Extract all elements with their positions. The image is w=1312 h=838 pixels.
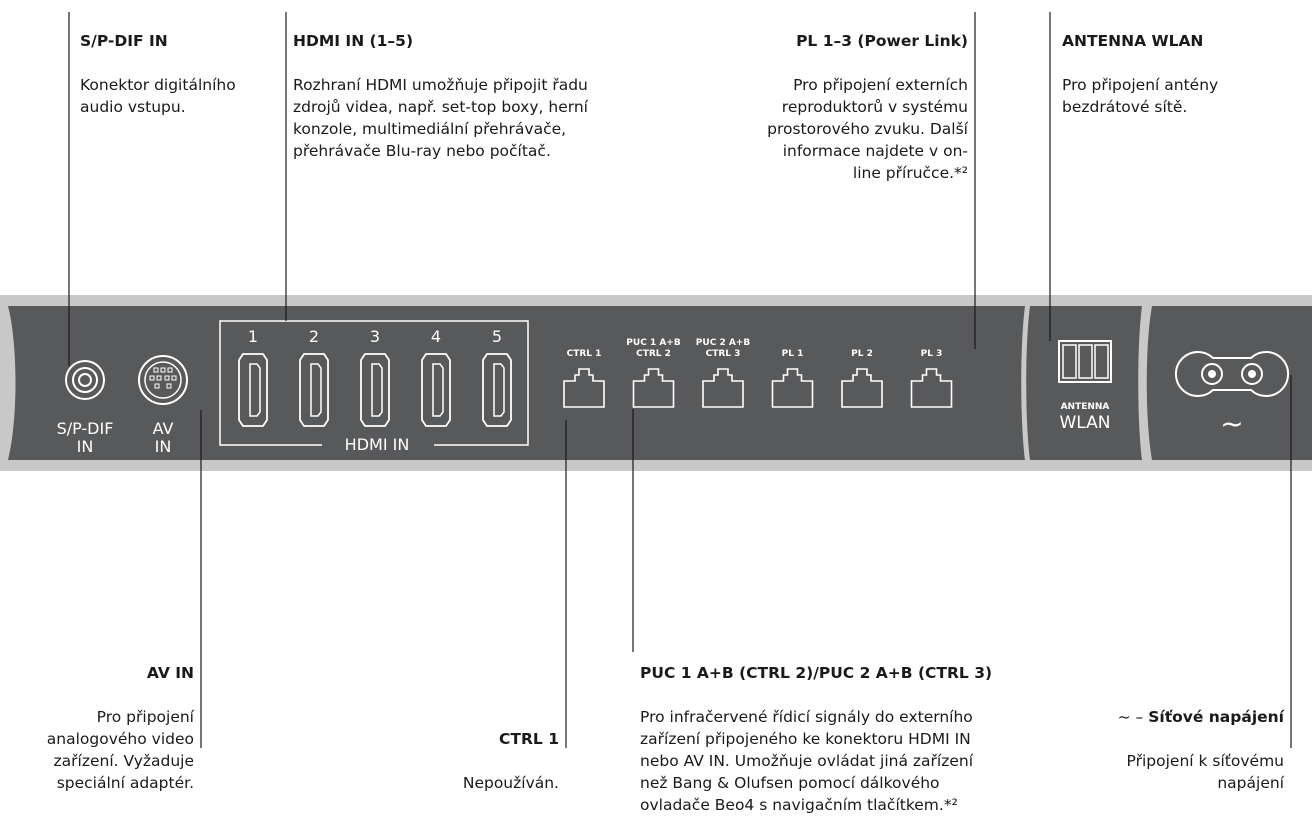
port-label-6: PL 3 — [921, 349, 943, 359]
spdif-panel-label: S/P-DIF — [57, 419, 114, 438]
panel-power-section — [1146, 306, 1312, 460]
hdmi-port-3 — [360, 353, 390, 427]
callout-antenna: ANTENNA WLAN Pro připojení antény bezdrá… — [1062, 8, 1262, 140]
callout-power-body: Připojení k síťovému napájení — [1126, 752, 1284, 792]
antenna-connector — [1058, 340, 1112, 383]
callout-avin-body: Pro připojení analogového video zařízení… — [46, 708, 194, 792]
callout-spdif-body: Konektor digitálního audio vstupu. — [80, 76, 236, 116]
leader-lines — [68, 12, 1292, 748]
callout-antenna-title: ANTENNA WLAN — [1062, 32, 1204, 50]
callout-power: ~ – Síťové napájení Připojení k síťovému… — [1090, 684, 1284, 816]
av-panel-label: AV — [153, 419, 174, 438]
antenna-panel-label: ANTENNA — [1061, 402, 1110, 412]
port-label-2: CTRL 2 — [636, 349, 671, 359]
port-label-3: CTRL 3 — [706, 349, 741, 359]
callout-spdif-title: S/P-DIF IN — [80, 32, 168, 50]
callout-puc-title: PUC 1 A+B (CTRL 2)/PUC 2 A+B (CTRL 3) — [640, 664, 993, 682]
port-label-1: CTRL 1 — [567, 349, 602, 359]
ac-symbol: ~ — [1220, 407, 1243, 440]
callout-hdmi: HDMI IN (1–5) Rozhraní HDMI umožňuje při… — [293, 8, 653, 184]
callout-pl-title: PL 1–3 (Power Link) — [796, 32, 968, 50]
av-connector — [138, 355, 188, 405]
spdif-panel-label-in: IN — [77, 437, 94, 456]
rj-port-5 — [841, 368, 883, 408]
connection-panel-diagram: S/P-DIF IN AV IN HDMI IN 1 2 3 4 5 CTRL 1 PUC… — [0, 8, 1312, 814]
rj-port-2 — [632, 368, 675, 408]
panel-main — [8, 306, 1025, 460]
hdmi-number-2: 2 — [309, 327, 319, 346]
callout-hdmi-title: HDMI IN (1–5) — [293, 32, 414, 50]
callout-ctrl1: CTRL 1 Nepoužíván. — [400, 706, 559, 816]
callout-avin-title: AV IN — [146, 664, 194, 682]
hdmi-number-1: 1 — [248, 327, 258, 346]
callout-antenna-body: Pro připojení antény bezdrátové sítě. — [1062, 76, 1219, 116]
rj-port-1 — [563, 368, 605, 408]
hdmi-port-5 — [482, 353, 512, 427]
hdmi-panel-label: HDMI IN — [345, 435, 410, 454]
callout-ctrl1-body: Nepoužíván. — [462, 774, 559, 792]
callout-pl: PL 1–3 (Power Link) Pro připojení extern… — [740, 8, 968, 206]
callout-pl-body: Pro připojení externích reproduktorů v s… — [767, 76, 968, 182]
callout-puc: PUC 1 A+B (CTRL 2)/PUC 2 A+B (CTRL 3) Pr… — [640, 640, 1030, 838]
av-panel-label-in: IN — [155, 437, 172, 456]
hdmi-number-5: 5 — [492, 327, 502, 346]
hdmi-group-frame — [219, 320, 529, 446]
hdmi-number-4: 4 — [431, 327, 441, 346]
port-label-top-3: PUC 2 A+B — [696, 338, 751, 348]
hdmi-port-1 — [238, 353, 268, 427]
hdmi-port-4 — [421, 353, 451, 427]
callout-ctrl1-title: CTRL 1 — [499, 730, 559, 748]
port-label-5: PL 2 — [851, 349, 873, 359]
spdif-connector — [65, 360, 105, 400]
callout-power-title: Síťové napájení — [1148, 708, 1284, 726]
callout-power-prefix: ~ – — [1117, 708, 1149, 726]
rj-port-6 — [910, 368, 953, 408]
callout-avin: AV IN Pro připojení analogového video za… — [10, 640, 194, 816]
callout-hdmi-body: Rozhraní HDMI umožňuje připojit řadu zdr… — [293, 76, 588, 160]
port-label-top-2: PUC 1 A+B — [626, 338, 681, 348]
hdmi-port-2 — [299, 353, 329, 427]
panel-illustration: S/P-DIF IN AV IN HDMI IN 1 2 3 4 5 CTRL 1 PUC… — [0, 12, 1312, 748]
rj-port-3 — [702, 368, 744, 408]
callout-spdif: S/P-DIF IN Konektor digitálního audio vs… — [80, 8, 280, 140]
callout-power-heading: ~ – Síťové napájení — [1090, 706, 1284, 728]
wlan-panel-label: WLAN — [1059, 413, 1110, 433]
rj-port-4 — [771, 368, 814, 408]
callout-puc-body: Pro infračervené řídicí signály do exter… — [640, 708, 974, 814]
hdmi-number-3: 3 — [370, 327, 380, 346]
port-label-4: PL 1 — [782, 349, 804, 359]
hdmi-ports: 1 2 3 4 5 — [238, 327, 512, 427]
power-socket — [1174, 351, 1290, 397]
